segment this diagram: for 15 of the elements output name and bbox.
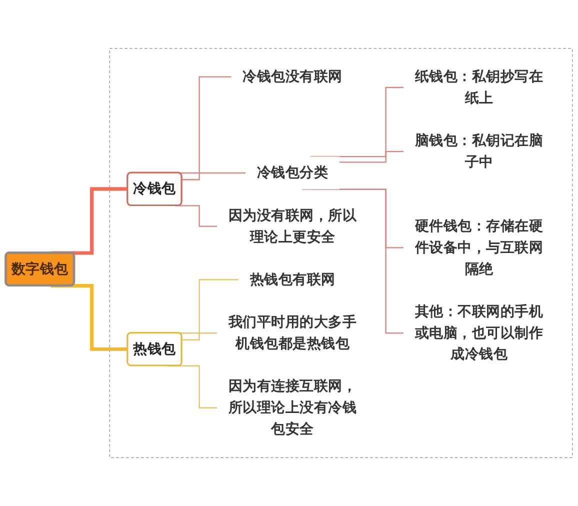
node-text: 冷钱包没有联网 [242, 68, 342, 85]
node-text: 其他：不联网的手机或电脑，也可以制作成冷钱包 [414, 304, 544, 362]
node-text: 纸钱包：私钥抄写在纸上 [414, 68, 544, 106]
node-text: 我们平时用的大多手机钱包都是热钱包 [228, 314, 357, 352]
connector [310, 86, 404, 158]
connector [340, 151, 404, 163]
connector [182, 332, 218, 340]
node-text: 脑钱包：私钥记在脑子中 [414, 133, 544, 170]
connector [302, 188, 404, 334]
node-text: 因为没有联网，所以理论上更安全 [228, 208, 357, 245]
node-text: 硬件钱包：存储在硬件设备中，与互联网隔绝 [414, 218, 544, 277]
node-text: 热钱包有联网 [250, 272, 336, 288]
cluster [109, 48, 573, 458]
connector [182, 172, 246, 180]
node-text: 因为有连接互联网，所以理论上没有冷钱包安全 [228, 378, 357, 438]
